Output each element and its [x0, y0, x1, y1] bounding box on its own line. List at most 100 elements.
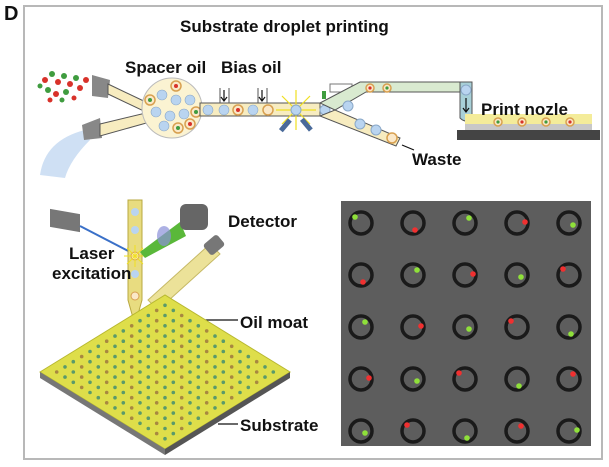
- moat-well: [221, 380, 226, 385]
- fluorescent-cell-red: [470, 271, 476, 277]
- moat-well: [188, 359, 192, 364]
- moat-well: [204, 401, 209, 405]
- fluorescent-cell-red: [456, 370, 462, 376]
- moat-well: [179, 395, 184, 400]
- print-stage: [457, 130, 600, 140]
- moat-well: [263, 375, 267, 379]
- substrate-edge-left: [40, 372, 165, 455]
- moat-well: [171, 359, 176, 364]
- moat-well: [113, 344, 117, 349]
- microwell: [504, 418, 530, 444]
- moat-well: [113, 375, 117, 379]
- moat-well: [129, 344, 134, 349]
- moat-well: [121, 380, 126, 385]
- moat-well: [113, 406, 117, 410]
- label-spacer-oil: Spacer oil: [125, 58, 207, 77]
- moat-well: [146, 385, 151, 390]
- moat-well: [138, 370, 142, 374]
- moat-well: [146, 395, 151, 400]
- label-bias-oil: Bias oil: [221, 58, 282, 77]
- microwell: [452, 262, 478, 288]
- moat-well: [213, 385, 217, 390]
- moat-well: [63, 375, 67, 379]
- moat-well: [104, 349, 109, 354]
- waste-arrow-icon: [401, 144, 415, 151]
- oil-inlet-nozzle: [82, 118, 102, 140]
- moat-well: [179, 313, 184, 318]
- moat-well: [154, 401, 159, 405]
- moat-well: [154, 380, 159, 385]
- label-print-nozzle: Print nozle: [481, 100, 568, 119]
- detector-icon: [180, 204, 208, 230]
- moat-well: [163, 354, 167, 359]
- moat-well: [129, 385, 134, 390]
- moat-well: [171, 370, 176, 374]
- fluorescent-cell-green: [362, 319, 368, 325]
- moat-well: [188, 349, 192, 354]
- moat-well: [229, 344, 234, 349]
- moat-well: [146, 365, 151, 369]
- moat-well: [163, 395, 167, 400]
- oil-spray: [40, 130, 90, 178]
- moat-well: [171, 329, 176, 333]
- spacer-oil-inlet: [219, 88, 230, 103]
- microwell: [348, 262, 374, 288]
- moat-well: [129, 395, 134, 400]
- fluorescent-cell-green: [518, 274, 524, 280]
- moat-well: [163, 365, 167, 369]
- fluorescent-cell-red: [508, 318, 514, 324]
- moat-well: [96, 375, 101, 379]
- moat-well: [221, 349, 226, 354]
- fluorescent-cell-red: [366, 375, 372, 381]
- moat-well: [271, 370, 276, 374]
- fluorescent-cell-red: [360, 279, 366, 285]
- moat-well: [154, 308, 159, 313]
- sorting-electrode: [322, 91, 326, 99]
- moat-well: [171, 411, 176, 415]
- moat-well: [121, 339, 126, 344]
- moat-well: [88, 380, 92, 385]
- moat-well: [196, 334, 201, 338]
- moat-well: [238, 370, 242, 374]
- microwell: [348, 366, 374, 392]
- moat-well: [163, 416, 167, 421]
- moat-well: [254, 380, 259, 385]
- moat-well: [179, 406, 184, 410]
- moat-well: [138, 421, 142, 426]
- moat-well: [171, 380, 176, 385]
- moat-well: [96, 354, 101, 359]
- moat-well: [179, 354, 184, 359]
- microwell: [452, 418, 478, 444]
- moat-well: [138, 390, 142, 395]
- moat-well: [146, 406, 151, 410]
- moat-well: [104, 339, 109, 344]
- moat-well: [204, 390, 209, 395]
- moat-well: [238, 380, 242, 385]
- moat-well: [163, 375, 167, 379]
- cell-suspension-cloud: [37, 71, 89, 103]
- moat-well: [79, 375, 84, 379]
- fluorescent-cell-red: [418, 323, 424, 329]
- moat-well: [179, 324, 184, 328]
- moat-well: [163, 385, 167, 390]
- microwell: [452, 366, 478, 392]
- moat-well: [213, 354, 217, 359]
- moat-well: [146, 354, 151, 359]
- moat-well: [171, 318, 176, 323]
- moat-well: [238, 359, 242, 364]
- spacer-arrow-icon: [220, 90, 228, 102]
- moat-well: [79, 385, 84, 390]
- fluorescent-cell-green: [570, 222, 576, 228]
- moat-well: [96, 395, 101, 400]
- moat-well: [171, 421, 176, 426]
- fluorescent-cell-green: [362, 430, 368, 436]
- label-waste: Waste: [412, 150, 462, 169]
- microwell: [400, 314, 426, 340]
- moat-well: [196, 324, 201, 328]
- moat-well: [246, 385, 251, 390]
- moat-well: [121, 411, 126, 415]
- moat-well: [196, 416, 201, 421]
- moat-well: [138, 411, 142, 415]
- moat-well: [163, 313, 167, 318]
- moat-well: [113, 385, 117, 390]
